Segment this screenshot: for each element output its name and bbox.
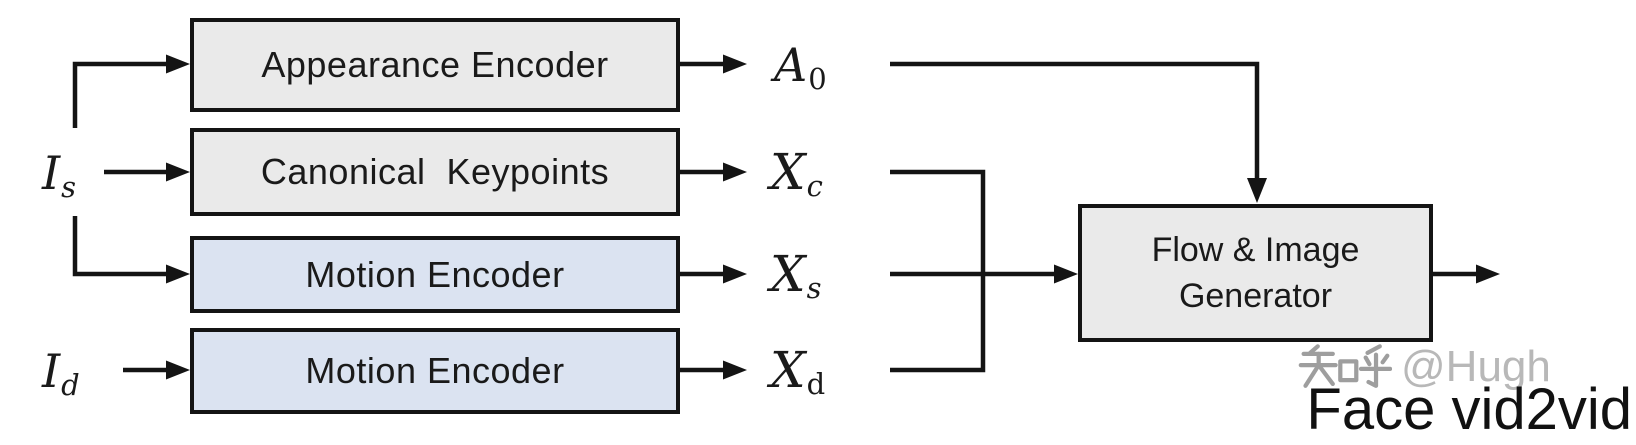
arrowhead-into-motion-source: [166, 264, 190, 284]
id-symbol: I: [42, 344, 61, 398]
flow-image-generator-box: Flow & Image Generator: [1078, 204, 1433, 342]
xs-symbol: X: [770, 245, 806, 303]
xd-subscript: d: [806, 366, 826, 401]
motion-encoder-driving-label: Motion Encoder: [305, 350, 565, 391]
xs-subscript: s: [806, 270, 822, 305]
canonical-keypoints-label: Canonical Keypoints: [260, 151, 610, 192]
arrowhead-to-xc: [723, 162, 747, 182]
is-to-appearance-line: [72, 61, 167, 128]
caption-face-vid2vid: Face vid2vid: [1306, 377, 1632, 442]
flow-image-generator-label: Flow & Image Generator: [1152, 227, 1360, 319]
arrowhead-xs-into-generator: [1054, 264, 1078, 284]
xc-xd-bus-line: [890, 169, 986, 373]
arrowhead-into-appearance: [166, 54, 190, 74]
generator-label-line1: Flow & Image: [1151, 231, 1360, 269]
appearance-encoder-label: Appearance Encoder: [261, 44, 609, 85]
id-subscript: d: [61, 367, 80, 402]
motion-encoder-driving-box: Motion Encoder: [190, 328, 680, 414]
is-to-motion-line: [72, 216, 167, 277]
arrowhead-generator-output: [1476, 264, 1500, 284]
xd-symbol: X: [770, 341, 806, 399]
arrowhead-to-a0: [723, 54, 747, 74]
a0-to-generator-line: [890, 61, 1260, 179]
canonical-keypoints-box: Canonical Keypoints: [190, 128, 680, 216]
is-subscript: s: [61, 169, 77, 204]
a0-subscript: 0: [808, 61, 827, 96]
is-symbol: I: [42, 146, 61, 200]
motion-encoder-source-box: Motion Encoder: [190, 236, 680, 313]
arrowhead-to-xs: [723, 264, 747, 284]
xc-symbol: X: [770, 143, 806, 201]
arrowhead-into-canonical: [166, 162, 190, 182]
appearance-encoder-box: Appearance Encoder: [190, 18, 680, 112]
a0-symbol: A: [774, 38, 808, 92]
arrowhead-a0-into-generator: [1247, 178, 1267, 203]
xc-subscript: c: [806, 168, 823, 203]
generator-label-line2: Generator: [1178, 277, 1333, 315]
motion-encoder-source-label: Motion Encoder: [305, 253, 565, 295]
arrowhead-to-xd: [723, 360, 747, 380]
arrowhead-into-motion-driving: [166, 360, 190, 380]
